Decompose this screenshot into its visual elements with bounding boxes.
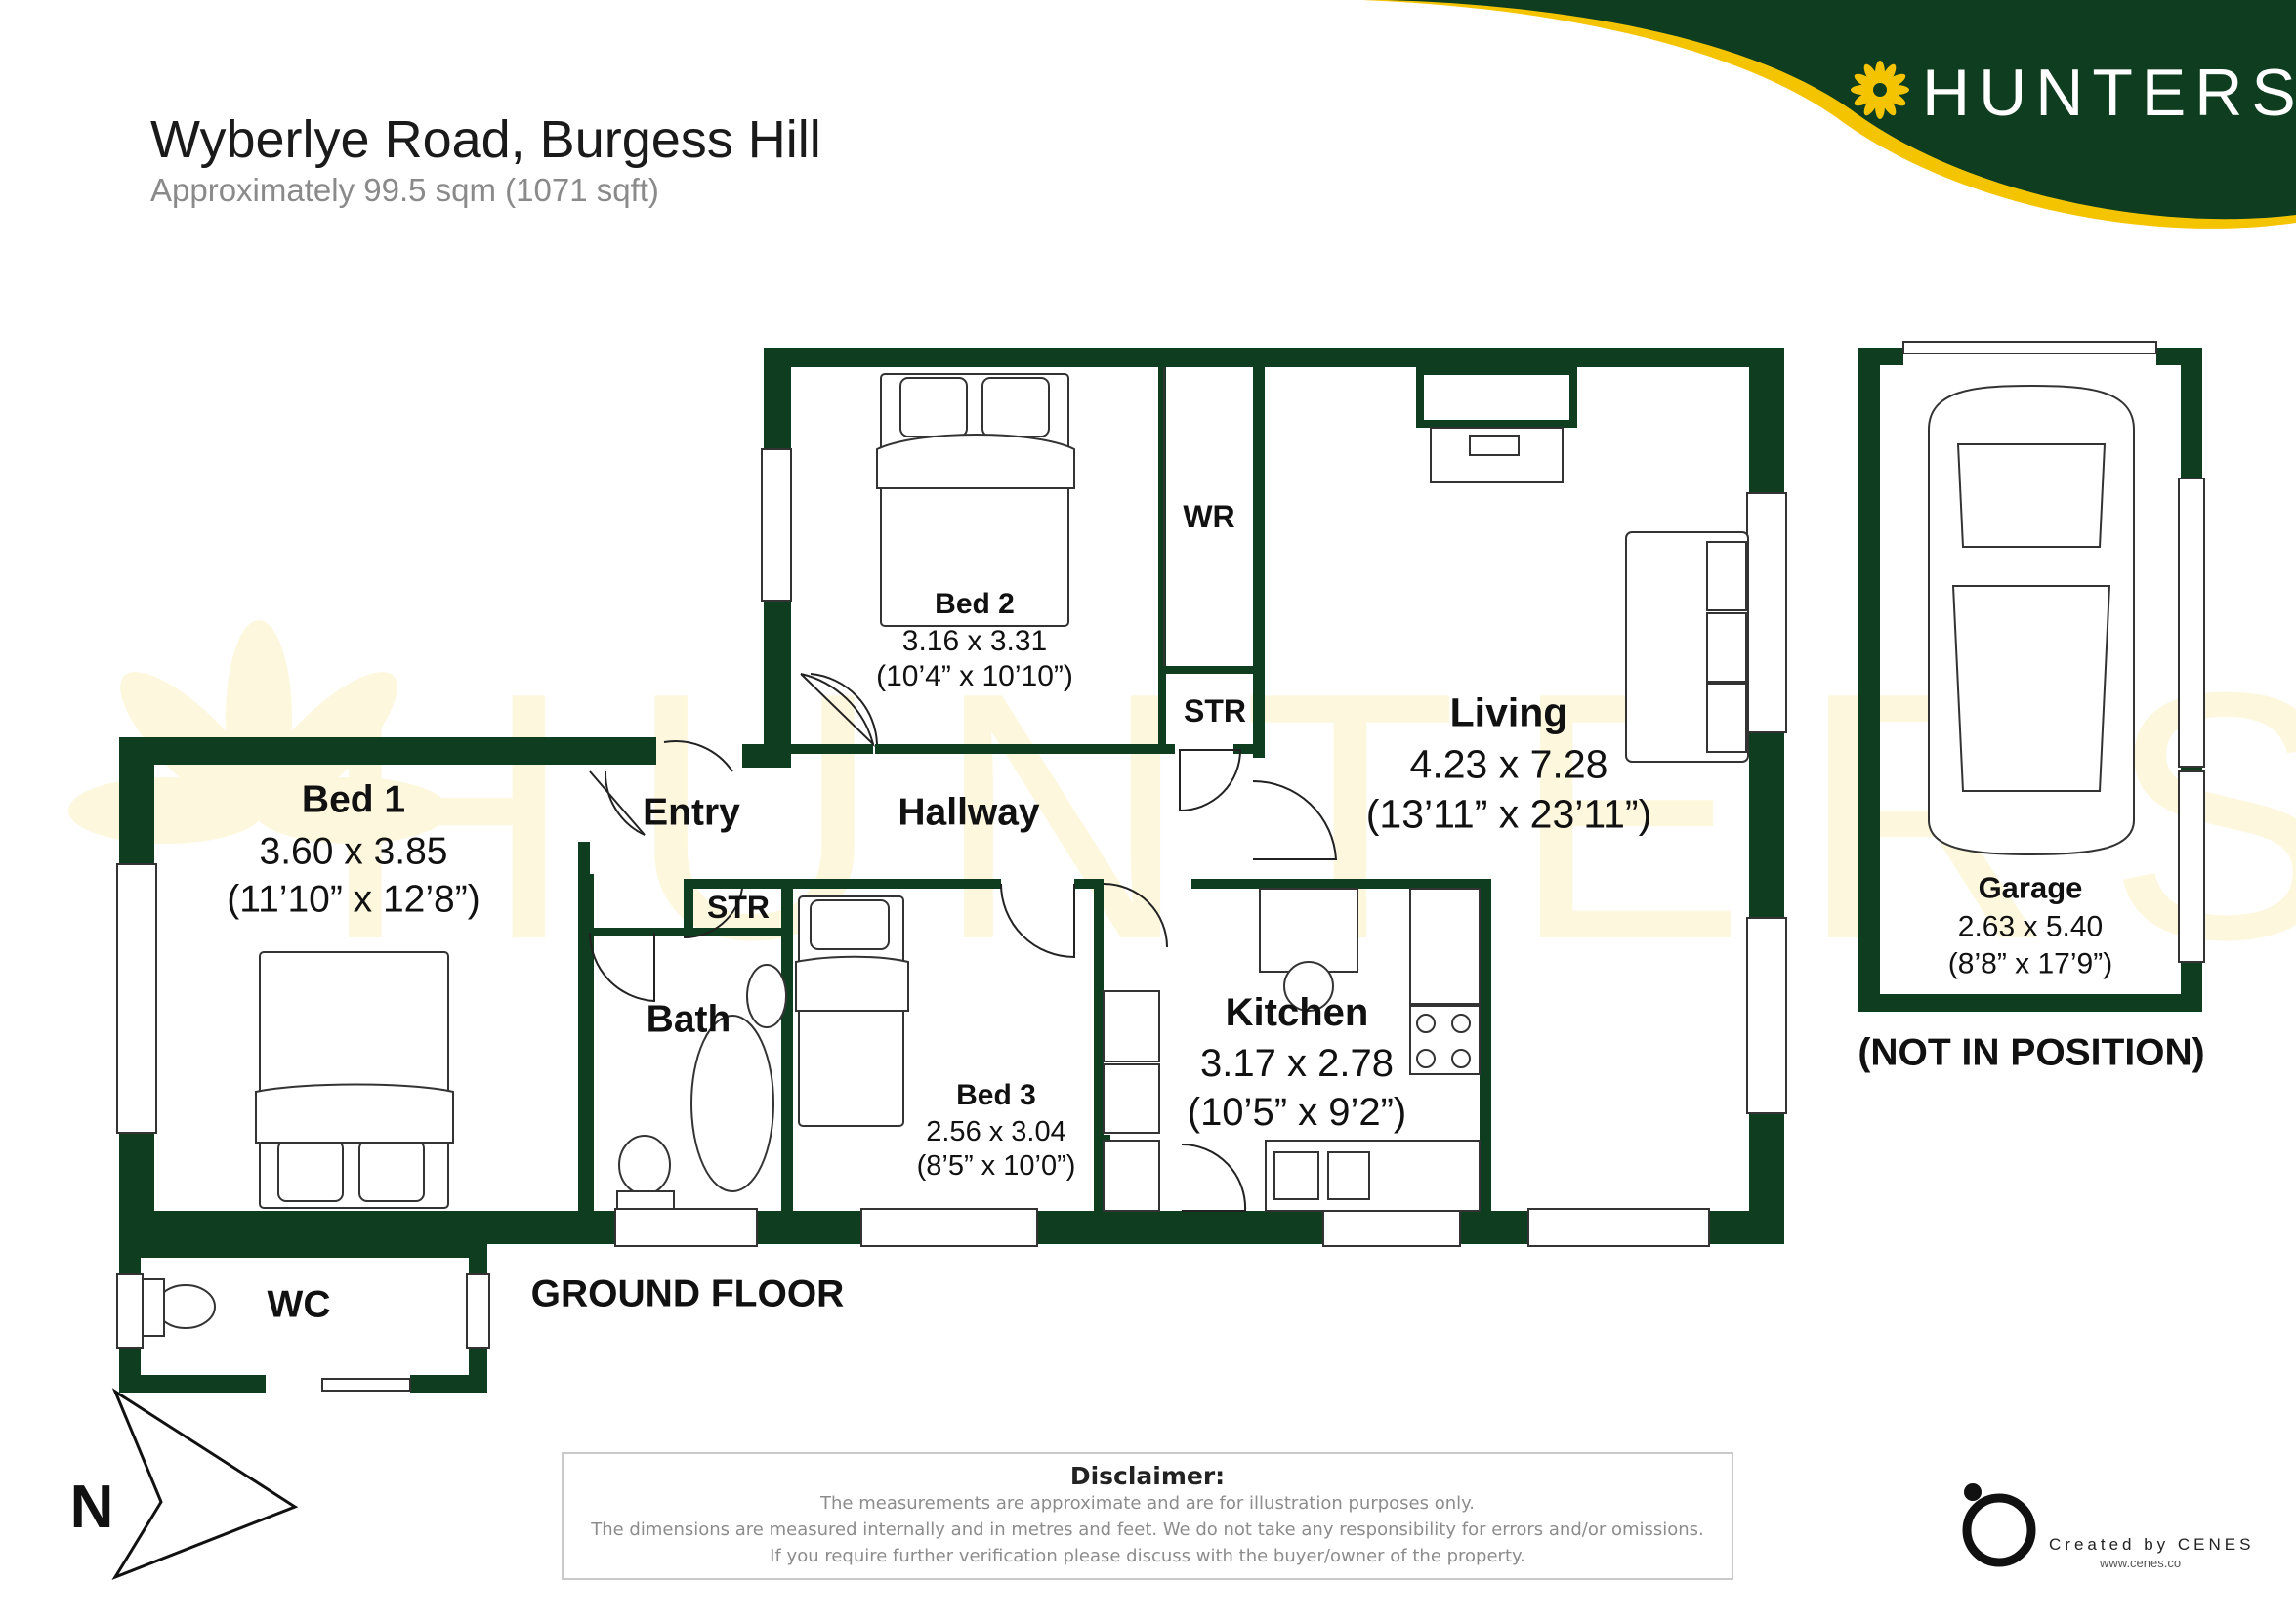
room-name: Living [1449, 689, 1568, 735]
page-area: Approximately 99.5 sqm (1071 sqft) [150, 172, 659, 208]
room-bed1: Bed 1 3.60 x 3.85 (11’10” x 12’8”) [227, 781, 480, 919]
room-metric: 2.56 x 3.04 [926, 1116, 1066, 1147]
windows [116, 341, 2205, 1349]
disclaimer-heading: Disclaimer: [1069, 1462, 1226, 1490]
room-name: Kitchen [1225, 991, 1369, 1034]
compass-letter: N [69, 1474, 114, 1541]
room-imperial: (8’8” x 17’9”) [1947, 947, 2113, 980]
room-name: Garage [1978, 870, 2083, 905]
bathtub [690, 1015, 774, 1192]
disclaimer-line: If you require further verification plea… [770, 1546, 1525, 1566]
room-metric: 4.23 x 7.28 [1409, 741, 1608, 787]
room-bed2: Bed 2 3.16 x 3.31 (10’4” x 10’10”) [876, 590, 1073, 691]
room-metric: 3.16 x 3.31 [901, 625, 1048, 657]
cenes-logo-icon [1962, 1483, 2036, 1567]
floor-label: GROUND FLOOR [530, 1272, 845, 1315]
doors [588, 673, 1338, 1212]
disclaimer-line: The dimensions are measured internally a… [591, 1519, 1704, 1540]
room-garage: Garage 2.63 x 5.40 (8’8” x 17’9”) [1948, 873, 2112, 979]
disclaimer-box: Disclaimer: The measurements are approxi… [562, 1452, 1733, 1580]
header-swoosh [1362, 0, 2296, 229]
flower-icon [1851, 61, 1909, 119]
garage-note: (NOT IN POSITION) [1858, 1031, 2205, 1074]
room-hallway: Hallway [898, 791, 1040, 834]
room-metric: 3.17 x 2.78 [1200, 1042, 1394, 1085]
room-wc: WC [267, 1283, 331, 1326]
room-imperial: (11’10” x 12’8”) [227, 878, 480, 921]
room-imperial: (10’5” x 9’2”) [1187, 1091, 1407, 1134]
credit-url: www.cenes.co [2100, 1556, 2182, 1570]
room-kitchen: Kitchen 3.17 x 2.78 (10’5” x 9’2”) [1188, 993, 1407, 1132]
north-arrow-icon [111, 1388, 299, 1581]
room-bath: Bath [646, 998, 731, 1041]
room-str-lower: STR [707, 890, 770, 925]
room-imperial: (13’11” x 23’11”) [1365, 791, 1652, 837]
furniture [142, 367, 2135, 1392]
room-wr: WR [1183, 499, 1235, 534]
room-name: Bed 2 [935, 588, 1015, 620]
room-name: Bed 3 [956, 1079, 1036, 1111]
room-name: Bed 1 [301, 778, 406, 821]
room-str-upper: STR [1184, 693, 1246, 728]
room-metric: 3.60 x 3.85 [259, 830, 448, 873]
room-bed3: Bed 3 2.56 x 3.04 (8’5” x 10’0”) [917, 1081, 1076, 1181]
disclaimer-line: The measurements are approximate and are… [820, 1493, 1475, 1514]
room-entry: Entry [643, 791, 740, 834]
brand-logo: HUNTERS [1922, 56, 2296, 130]
room-metric: 2.63 x 5.40 [1957, 910, 2104, 943]
room-imperial: (8’5” x 10’0”) [916, 1150, 1076, 1182]
room-imperial: (10’4” x 10’10”) [876, 660, 1073, 692]
credit-label: Created by CENES [2049, 1535, 2255, 1554]
room-living: Living 4.23 x 7.28 (13’11” x 23’11”) [1365, 689, 1652, 837]
page-title: Wyberlye Road, Burgess Hill [150, 110, 821, 169]
